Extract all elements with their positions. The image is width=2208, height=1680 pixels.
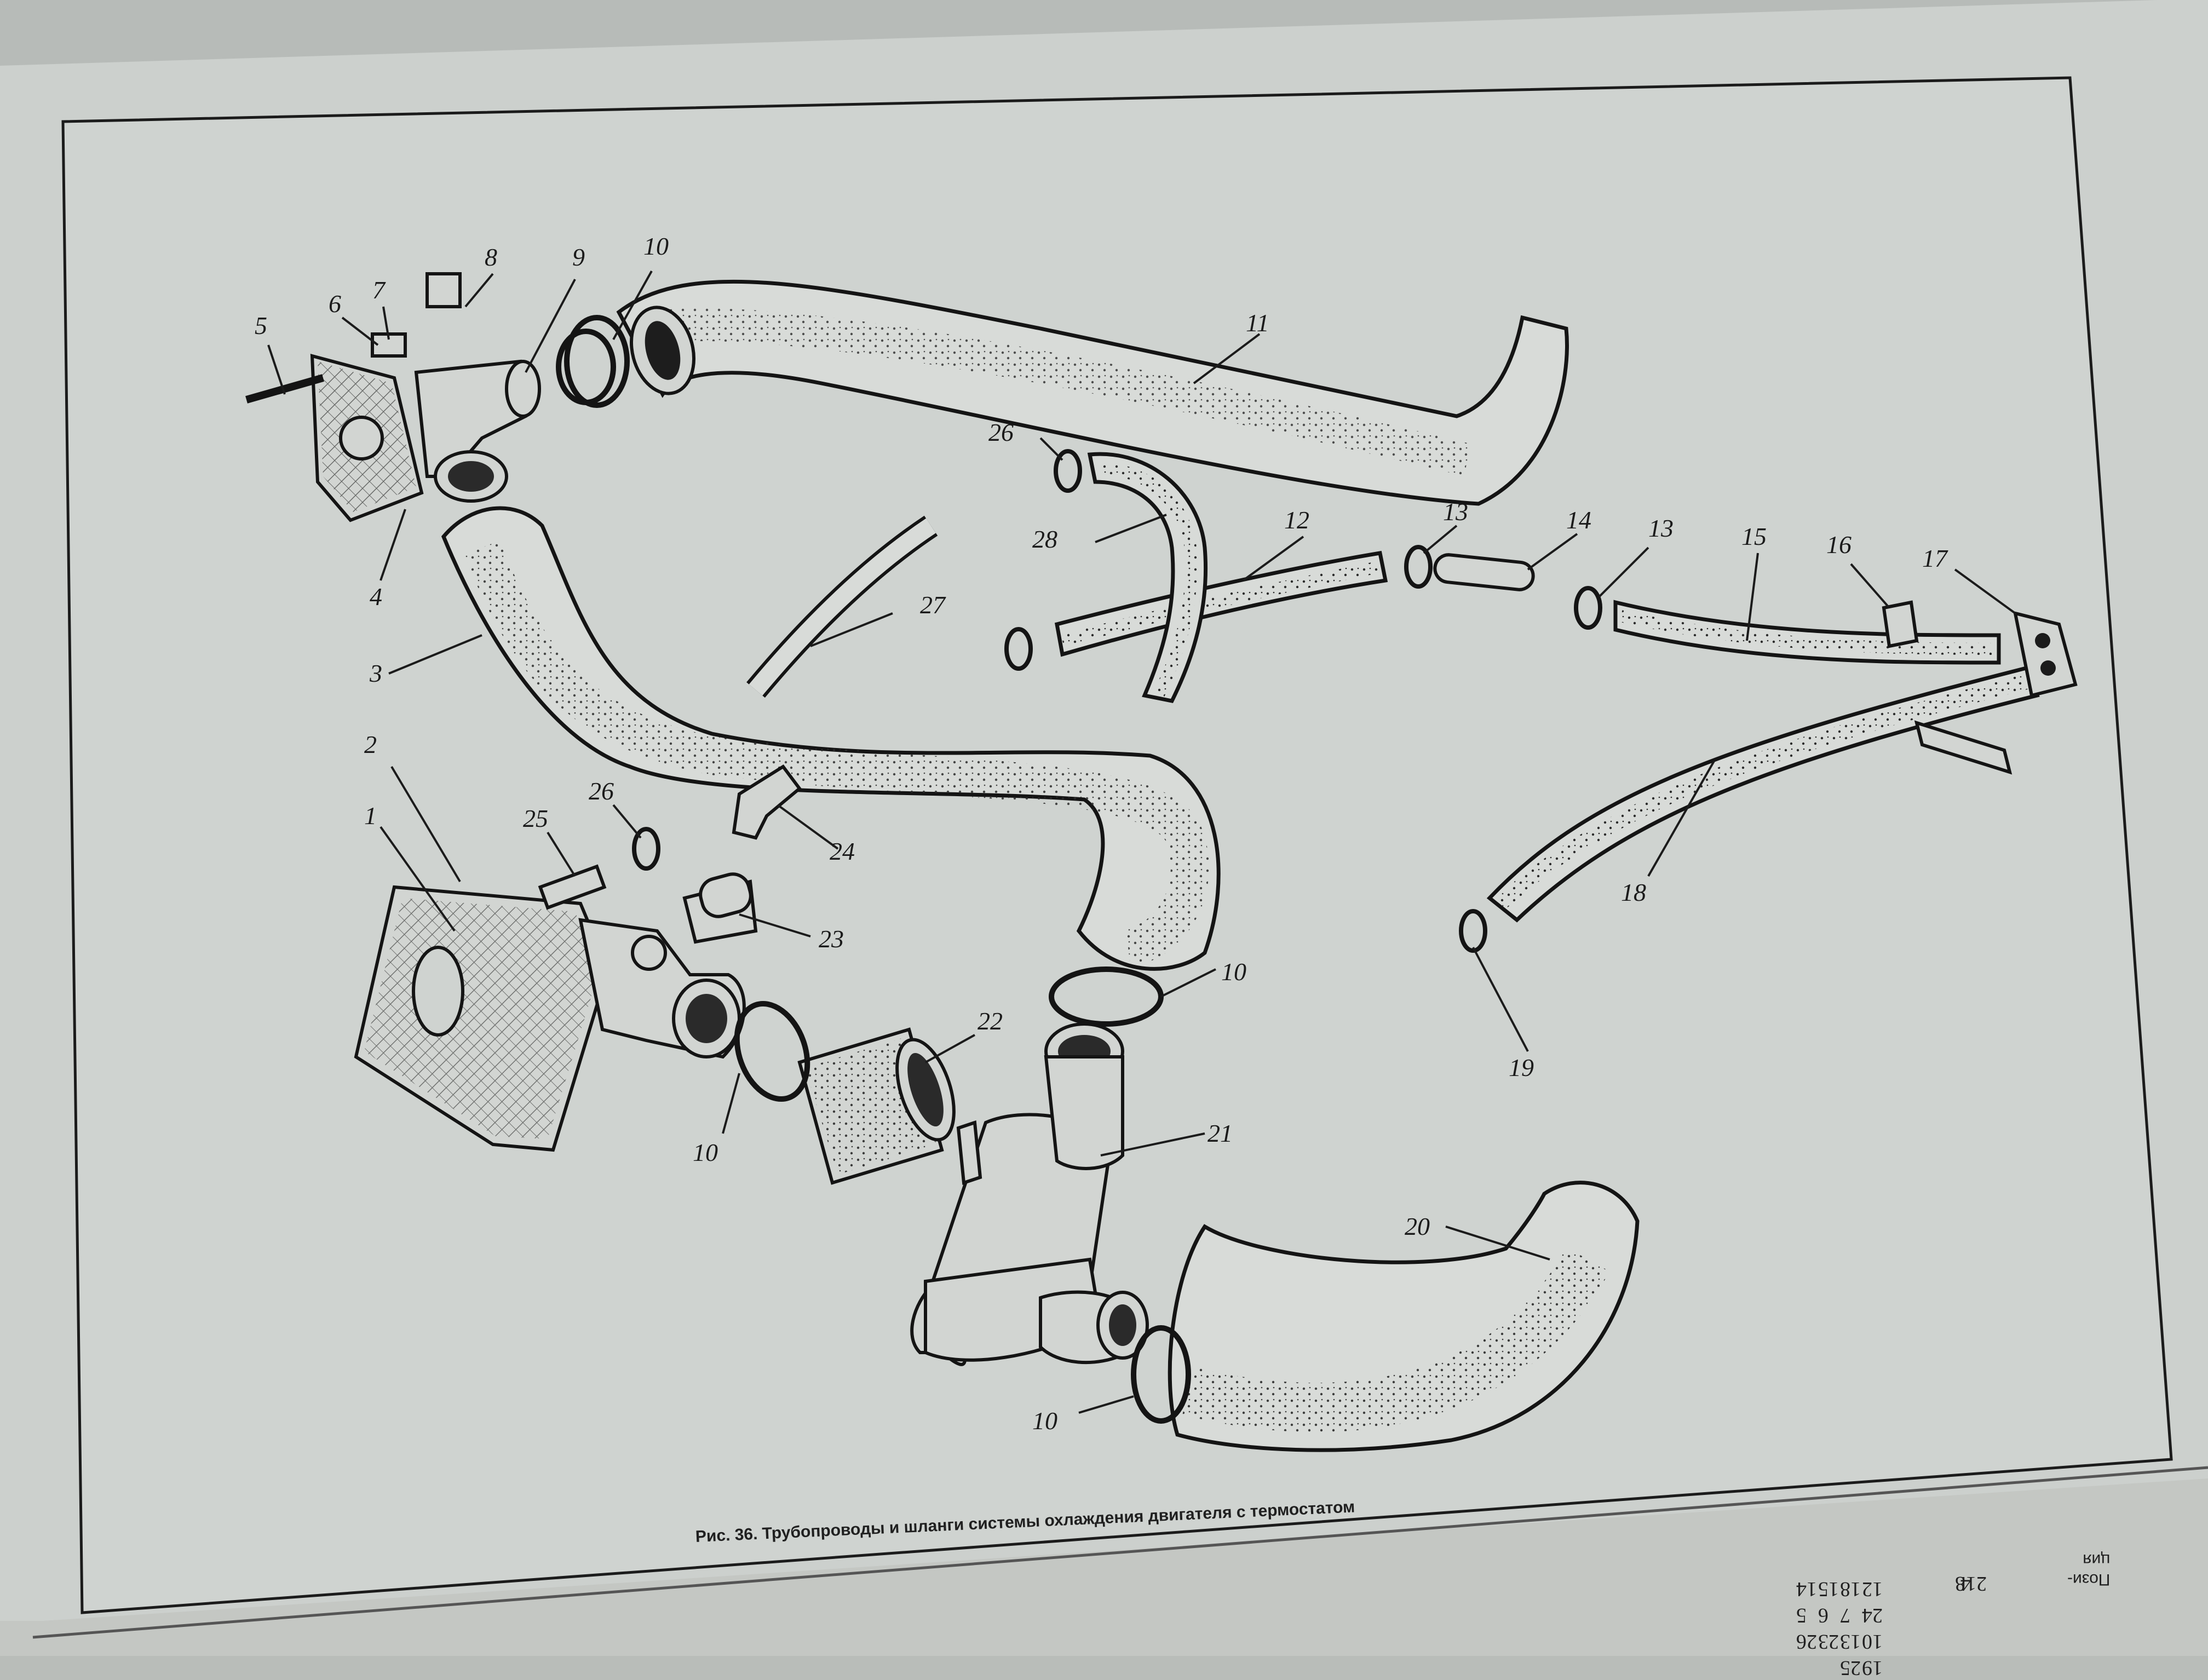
pipe-fitting-upper	[245, 272, 616, 522]
callout-21: 21	[1208, 1119, 1233, 1147]
hose-3	[441, 506, 1221, 971]
clamp-13-a	[1404, 545, 1433, 589]
callout-10-d: 10	[1032, 1407, 1057, 1435]
sleeve-22	[797, 1027, 956, 1185]
callout-5: 5	[255, 312, 267, 340]
pump-housing	[354, 879, 758, 1152]
table-header-position: Пози- ция	[2067, 1551, 2111, 1589]
hose-15	[1613, 600, 2001, 665]
table-cell: 19	[1862, 1656, 1883, 1679]
page-fold-line	[32, 1466, 2208, 1639]
table-cell: 23	[1818, 1630, 1839, 1653]
callout-3: 3	[369, 659, 382, 687]
callout-13-b: 13	[1648, 514, 1674, 542]
table-cell: 5	[1796, 1604, 1807, 1627]
bolt-25	[538, 864, 607, 910]
callout-16: 16	[1826, 531, 1852, 559]
callout-13-a: 13	[1443, 498, 1468, 526]
hose-27	[746, 515, 938, 698]
bracket-16	[1882, 600, 2013, 775]
table-cell: 6	[1818, 1604, 1829, 1627]
callout-10-a: 10	[643, 232, 669, 260]
table-cell: 14	[1796, 1578, 1817, 1601]
callout-17: 17	[1922, 544, 1948, 572]
clamp-26-a	[1054, 449, 1082, 493]
callout-20: 20	[1405, 1212, 1430, 1240]
callout-15: 15	[1741, 522, 1767, 550]
callout-25: 25	[523, 804, 548, 832]
hose-11	[616, 279, 1569, 506]
callout-10-b: 10	[1221, 958, 1246, 986]
table-cell: 7	[1840, 1604, 1850, 1627]
clamp-10-upper	[564, 315, 630, 408]
callout-labels: 1 2 3 4 5 6 7 8 9 10 10 10 10 10 11 12 1…	[255, 232, 1948, 1435]
callout-14: 14	[1566, 506, 1591, 534]
callout-12: 12	[1284, 506, 1309, 534]
callout-8: 8	[485, 243, 497, 271]
table-cell: 26	[1796, 1630, 1817, 1653]
bracket-17	[2013, 611, 2078, 698]
callout-26-a: 26	[589, 777, 614, 805]
callout-18: 18	[1621, 878, 1646, 906]
callout-24: 24	[830, 837, 855, 865]
leader-lines	[267, 271, 2016, 1414]
table-cell: 25	[1840, 1656, 1861, 1679]
callout-26-b: 26	[988, 418, 1014, 446]
clamp-13-b	[1574, 586, 1602, 630]
clamp-26-b	[1004, 627, 1033, 671]
callout-1: 1	[364, 802, 377, 830]
thermostat-21	[910, 1022, 1149, 1366]
table-cell: 18	[1840, 1578, 1861, 1601]
nipple-23	[699, 872, 752, 918]
callout-4: 4	[370, 583, 382, 611]
clamp-10-left	[734, 1000, 810, 1102]
lower-page	[0, 1478, 2208, 1656]
table-cell: 10	[1862, 1630, 1883, 1653]
callout-19: 19	[1509, 1054, 1534, 1081]
callout-2: 2	[364, 730, 377, 758]
callout-27: 27	[920, 591, 946, 619]
clamp-10-lower	[1131, 1325, 1191, 1424]
clamp-26-c	[632, 827, 660, 871]
table-cell: 8	[1955, 1572, 1965, 1595]
callout-9: 9	[572, 243, 585, 271]
callout-23: 23	[819, 925, 844, 953]
callout-10-c: 10	[693, 1138, 718, 1166]
tube-14	[1433, 553, 1535, 591]
table-cell: 24	[1862, 1604, 1883, 1627]
fitting-24	[732, 764, 802, 840]
table-cell: 13	[1840, 1630, 1861, 1653]
callout-22: 22	[978, 1007, 1003, 1035]
hose-28	[1087, 452, 1208, 703]
clamp-19	[1459, 909, 1487, 953]
callout-28: 28	[1032, 525, 1057, 553]
table-cell: 12	[1862, 1578, 1883, 1601]
table-cell: 15	[1818, 1578, 1839, 1601]
callout-7: 7	[372, 276, 386, 304]
callout-6: 6	[329, 290, 341, 318]
callout-11: 11	[1246, 309, 1269, 337]
